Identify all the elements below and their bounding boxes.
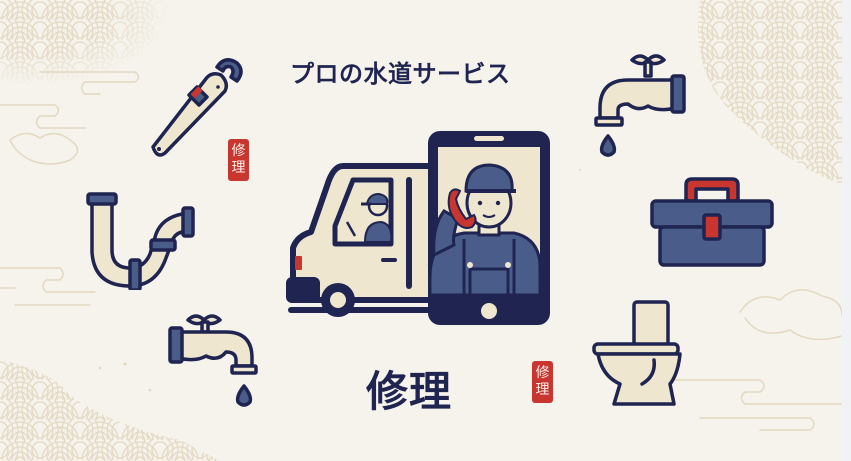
page-title: プロの水道サービス xyxy=(290,60,511,88)
right-edge-strip xyxy=(842,0,851,461)
pipe-wrench-icon xyxy=(151,58,243,157)
seal-char: 理 xyxy=(535,382,550,398)
van-icon xyxy=(286,163,443,317)
faucet-left-icon xyxy=(168,314,258,407)
seal-char: 理 xyxy=(231,160,246,176)
smartphone-plumber-icon xyxy=(428,131,550,325)
repair-seal-right: 修 理 xyxy=(532,361,553,403)
toolbox-icon xyxy=(650,177,774,267)
faucet-right-icon xyxy=(594,54,686,157)
repair-seal-left: 修 理 xyxy=(228,139,249,181)
repair-label: 修理 xyxy=(366,367,453,416)
p-trap-pipe-icon xyxy=(86,192,195,290)
seal-char: 修 xyxy=(231,143,246,159)
toilet-icon xyxy=(592,300,682,406)
seal-char: 修 xyxy=(535,365,550,381)
